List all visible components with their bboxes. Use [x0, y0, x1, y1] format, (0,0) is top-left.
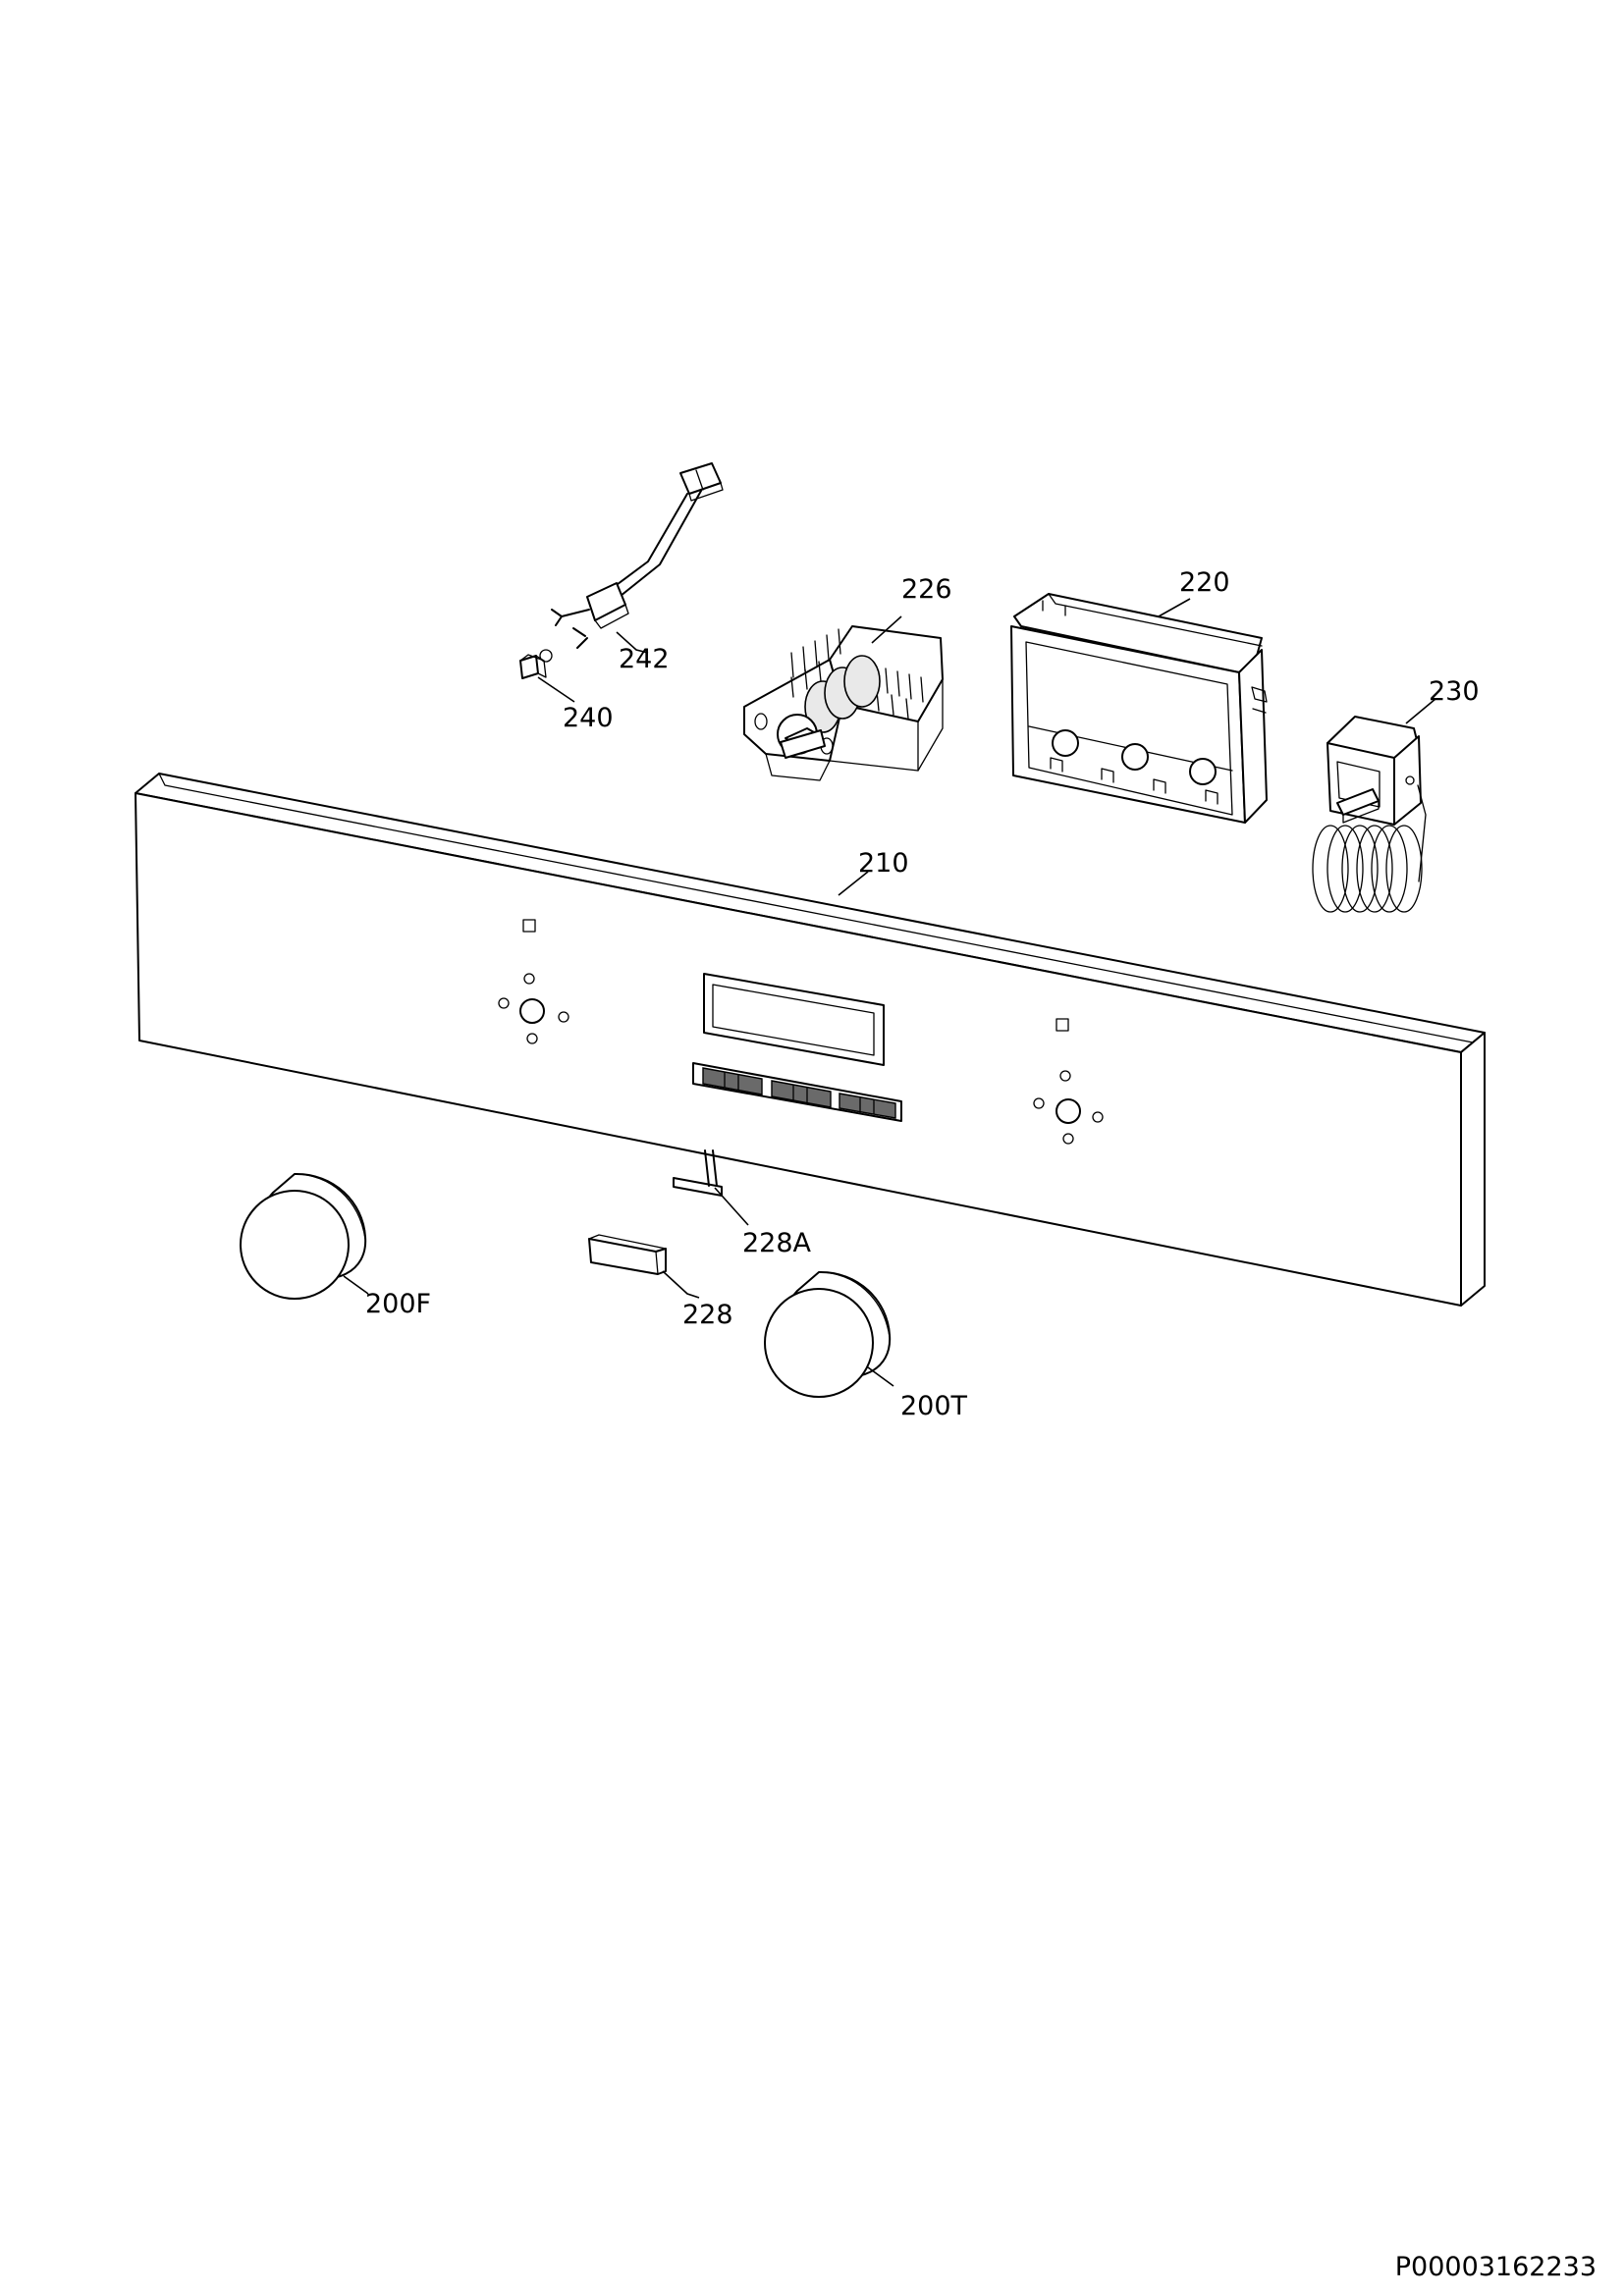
callout-226: 226: [901, 574, 952, 605]
callout-242: 242: [619, 644, 670, 674]
panel-left-knob-holes: [498, 919, 569, 1044]
panel-button-strip: [692, 1062, 902, 1122]
callout-210: 210: [858, 848, 909, 879]
callout-200t: 200T: [900, 1391, 968, 1421]
knob-thermostat-part: [764, 1270, 892, 1398]
callout-200f: 200F: [365, 1289, 431, 1319]
control-panel-part: [135, 773, 1486, 1307]
lamp-holder-part: [519, 649, 553, 679]
leader-lines: [343, 598, 1436, 1387]
callout-240: 240: [563, 703, 614, 733]
document-id: P00003162233: [1394, 2252, 1597, 2282]
callout-230: 230: [1429, 676, 1480, 707]
callout-228: 228: [682, 1300, 733, 1330]
callout-220: 220: [1179, 567, 1230, 598]
panel-right-knob-holes: [1033, 1018, 1104, 1145]
switch-cam-shaft: [804, 655, 881, 733]
capillary-coil: [1312, 825, 1423, 913]
button-spring-part: [673, 1149, 723, 1197]
wiring-harness-part: [551, 462, 724, 649]
selector-switch-part: [743, 625, 944, 781]
push-button-part: [588, 1234, 667, 1275]
thermostat-part: [1312, 716, 1427, 913]
knob-function-part: [240, 1172, 367, 1300]
module-housing-part: [1010, 593, 1268, 824]
callout-228a: 228A: [742, 1228, 812, 1258]
panel-display-window: [703, 973, 885, 1066]
